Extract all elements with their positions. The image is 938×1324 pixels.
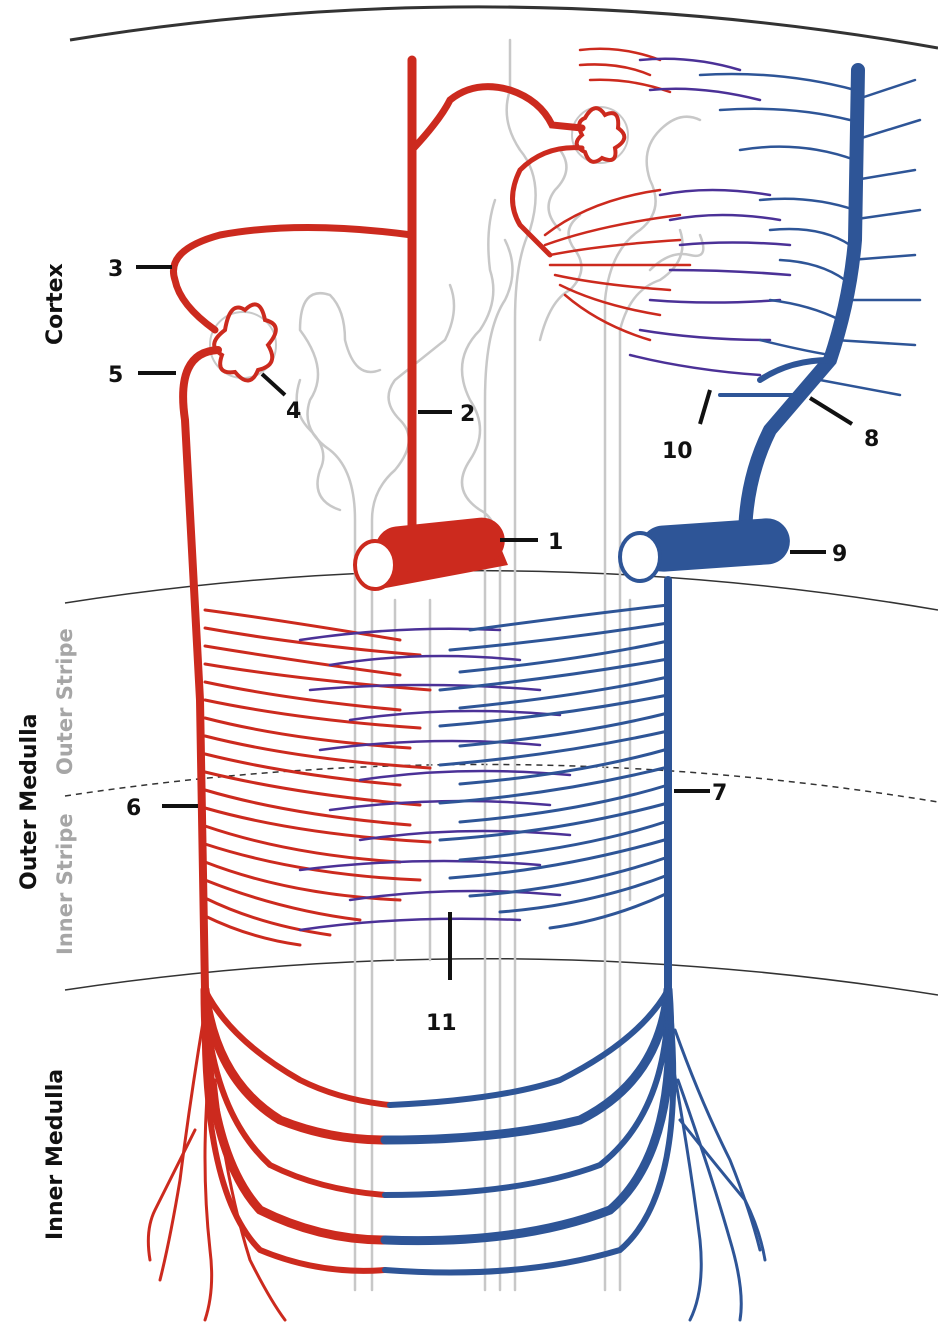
label-3: 3	[108, 257, 123, 282]
label-6: 6	[126, 796, 141, 821]
zone-label-cortex: Cortex	[43, 263, 68, 345]
arcuate-vein	[620, 517, 791, 581]
zone-label-outer-stripe: Outer Stripe	[53, 628, 77, 775]
label-9: 9	[832, 542, 847, 567]
zone-boundaries	[65, 7, 938, 995]
label-8: 8	[864, 427, 879, 452]
inner-medulla-branch-1	[205, 990, 390, 1105]
zone-label-outer-medulla: Outer Medulla	[17, 714, 42, 890]
capsule-boundary	[70, 7, 938, 48]
afferent-arteriole	[173, 228, 412, 331]
label-2: 2	[460, 402, 475, 427]
label-1: 1	[548, 530, 563, 555]
ascending-vasa-recta-bundle	[440, 605, 668, 928]
efferent-arteriole	[183, 350, 218, 990]
label-11: 11	[426, 1011, 457, 1036]
upper-arteriole	[412, 87, 582, 150]
zone-label-inner-medulla: Inner Medulla	[43, 1069, 68, 1240]
outer-inner-medulla-boundary	[65, 959, 938, 995]
label-4: 4	[286, 399, 301, 424]
label-7: 7	[712, 781, 727, 806]
venous-tree	[385, 70, 858, 1320]
label-5: 5	[108, 363, 123, 388]
glomerulus-4	[210, 304, 276, 380]
zone-label-inner-stripe: Inner Stripe	[53, 813, 77, 955]
glomerulus-upper	[572, 107, 628, 163]
label-10: 10	[662, 439, 693, 464]
